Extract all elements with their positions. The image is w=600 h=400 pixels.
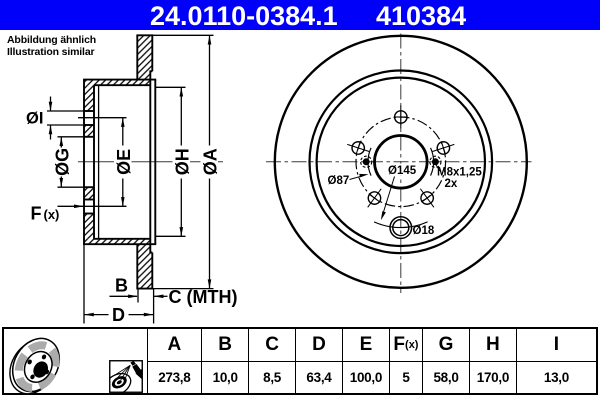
- table-value-d: 63,4: [294, 361, 342, 393]
- label-thread-count: 2x: [445, 178, 458, 190]
- label-dia-18: Ø18: [413, 225, 435, 237]
- m8-hole-right: [431, 158, 439, 166]
- label-dia-145: Ø145: [388, 165, 417, 177]
- table-header-e: E: [341, 329, 389, 362]
- service-hole-18: [389, 216, 413, 240]
- label-dia-g: ØG: [52, 148, 72, 176]
- note-line-de: Abbildung ähnlich: [7, 34, 97, 46]
- front-view: Ø87 Ø145 M8x1,25 2x Ø18: [266, 33, 532, 293]
- section-labels: ØI ØG ØE ØH ØA F (x) B C (MTH) D: [26, 110, 237, 326]
- bolt-hole: [393, 105, 408, 129]
- front-circles: [273, 34, 528, 290]
- label-dia-i: ØI: [26, 110, 43, 128]
- label-f: F: [31, 204, 42, 224]
- section-hatch: [84, 35, 153, 289]
- center-bore-circle: [373, 134, 429, 190]
- table-value-g: 58,0: [422, 361, 469, 393]
- front-labels: Ø87 Ø145 M8x1,25 2x Ø18: [328, 163, 482, 237]
- bolt-hole: [419, 188, 435, 208]
- cross-section-view: ØI ØG ØE ØH ØA F (x) B C (MTH) D: [26, 34, 237, 326]
- m8-holes: [360, 147, 442, 176]
- table-header-d: D: [294, 329, 342, 362]
- hat-edge-circle: [315, 76, 487, 248]
- label-f-suffix: (x): [44, 207, 60, 222]
- friction-inner-circle: [308, 69, 494, 255]
- bolt-hole: [432, 141, 455, 155]
- table-header-f: F(x): [388, 329, 422, 362]
- brake-disc-illustration-icon: [9, 337, 61, 395]
- spray-lines: [114, 364, 131, 383]
- coating-spray-icon: [109, 360, 143, 393]
- note-line-en: Illustration similar: [7, 45, 95, 58]
- bolt-holes: [347, 105, 455, 208]
- bolt-hole: [367, 188, 382, 208]
- label-d: D: [112, 305, 125, 325]
- section-dimensions: [47, 34, 214, 324]
- table-icon-cell: [4, 329, 147, 395]
- label-dia-e: ØE: [114, 149, 134, 175]
- table-value-c: 8,5: [248, 361, 295, 393]
- section-outline: [83, 34, 157, 290]
- table-value-e: 100,0: [341, 361, 389, 393]
- outer-diameter-circle: [273, 34, 528, 290]
- label-dia-h: ØH: [172, 148, 192, 175]
- label-b: B: [115, 276, 128, 296]
- reference-number: 410384: [376, 1, 467, 31]
- bolt-hole: [347, 141, 370, 155]
- table-value-a: 273,8: [147, 361, 202, 393]
- label-dia-a: ØA: [201, 148, 221, 175]
- m8-hole-left: [362, 158, 370, 166]
- front-leaders: [349, 164, 441, 221]
- part-number: 24.0110-0384.1: [150, 1, 338, 31]
- label-c: C (MTH): [169, 287, 238, 307]
- table-value-i: 13,0: [515, 361, 596, 393]
- table-header-a: A: [167, 334, 182, 356]
- label-dia-87: Ø87: [328, 175, 350, 187]
- dia145-arc: [373, 221, 428, 229]
- spray-can: [130, 360, 143, 380]
- table-value-f: 5: [388, 361, 423, 393]
- table-header-h: H: [468, 329, 516, 362]
- table-header-i: I: [515, 329, 596, 362]
- label-thread: M8x1,25: [437, 167, 482, 179]
- title-bar: 24.0110-0384.1 410384: [0, 0, 600, 31]
- table-header-b: B: [201, 329, 248, 362]
- similarity-note: Abbildung ähnlich Illustration similar: [7, 34, 97, 59]
- table-header-c: C: [248, 329, 295, 362]
- table-value-h: 170,0: [468, 361, 516, 393]
- table-header-g: G: [422, 329, 469, 362]
- table-value-b: 10,0: [201, 361, 249, 393]
